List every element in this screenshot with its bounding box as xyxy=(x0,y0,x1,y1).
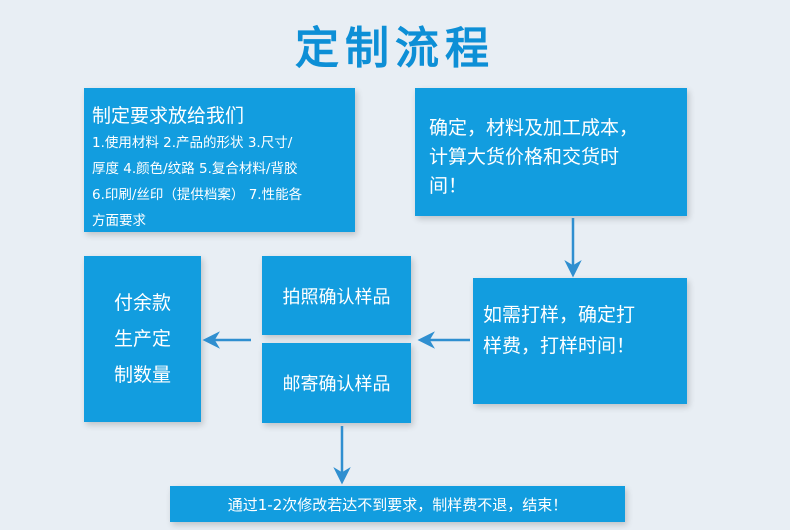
step-mail-confirm: 邮寄确认样品 xyxy=(262,343,411,423)
quote-line: 确定，材料及加工成本， xyxy=(429,117,639,139)
sampling-line: 如需打样，确定打 xyxy=(483,304,636,326)
quote-line: 间！ xyxy=(429,175,468,197)
requirements-line: 方面要求 xyxy=(92,213,146,229)
quote-line: 计算大货价格和交货时 xyxy=(429,146,620,168)
step-quote: 确定，材料及加工成本， 计算大货价格和交货时 间！ xyxy=(415,88,687,216)
requirements-line: 1.使用材料 2.产品的形状 3.尺寸/ xyxy=(92,135,293,151)
payment-line: 付余款 xyxy=(113,292,171,314)
mail-confirm-label: 邮寄确认样品 xyxy=(282,374,391,395)
step-final: 通过1-2次修改若达不到要求，制样费不退，结束！ xyxy=(170,486,625,522)
payment-line: 制数量 xyxy=(113,364,171,386)
requirements-heading: 制定要求放给我们 xyxy=(92,105,245,127)
payment-line: 生产定 xyxy=(113,328,171,350)
step-photo-confirm: 拍照确认样品 xyxy=(262,256,411,335)
final-label: 通过1-2次修改若达不到要求，制样费不退，结束！ xyxy=(227,495,568,514)
step-requirements: 制定要求放给我们 1.使用材料 2.产品的形状 3.尺寸/ 厚度 4.颜色/纹路… xyxy=(84,88,355,232)
step-sampling: 如需打样，确定打 样费，打样时间！ xyxy=(473,278,687,404)
page-title: 定制流程 xyxy=(295,23,495,74)
requirements-line: 厚度 4.颜色/纹路 5.复合材料/背胶 xyxy=(92,161,298,177)
sampling-line: 样费，打样时间！ xyxy=(483,335,636,357)
step-payment: 付余款 生产定 制数量 xyxy=(84,256,201,422)
photo-confirm-label: 拍照确认样品 xyxy=(282,286,391,308)
requirements-line: 6.印刷/丝印（提供档案） 7.性能各 xyxy=(92,187,303,203)
